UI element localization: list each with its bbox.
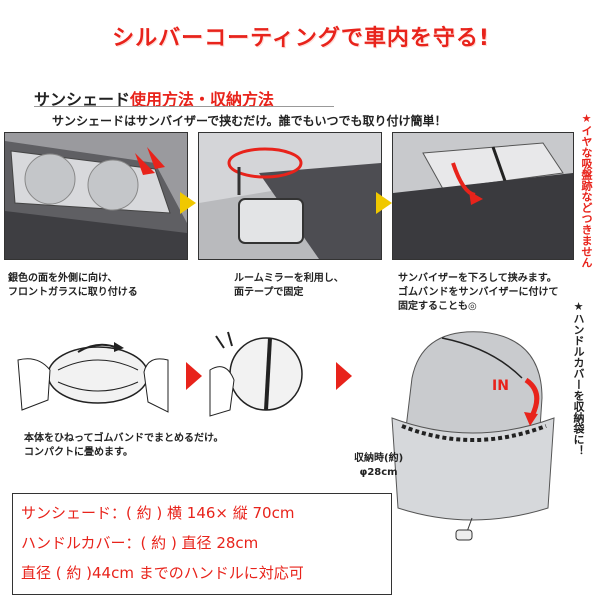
instruction-text: サンシェードはサンバイザーで挟むだけ。誰でもいつでも取り付け簡単！ (52, 114, 447, 128)
curved-arrow-icon (524, 377, 540, 426)
step1-caption-line1: 銀色の面を外側に向け、 (8, 273, 118, 284)
step1-illustration (4, 132, 188, 260)
step1-caption: 銀色の面を外側に向け、 フロントガラスに取り付ける (8, 272, 138, 300)
handle-cover-note: ★ハンドルカバーを収納袋に！ (572, 300, 585, 456)
step3-caption-line2: ゴムバンドをサンバイザーに付けて (398, 287, 559, 298)
step3-caption-line1: サンバイザーを下ろして挟みます。 (398, 273, 557, 284)
side-note-suction: ★イヤな吸盤跡などつきません (580, 112, 593, 268)
folded-shade-graphic (209, 331, 303, 417)
spec-handle-cover-size: ハンドルカバー：( 約 ) 直径 28cm (21, 534, 259, 552)
twist-illustration (8, 330, 178, 420)
storage-bag-illustration (372, 318, 572, 548)
in-arrow-icon (520, 376, 550, 430)
fold-arrow-2 (336, 362, 352, 390)
stored-size-value: φ28cm (359, 467, 398, 478)
step3-caption-line3: 固定することも◎ (398, 301, 477, 312)
step-arrow-1 (180, 192, 196, 214)
twist-hands-graphic (17, 342, 169, 413)
step2-caption-line2: 面テープで固定 (234, 287, 304, 298)
windshield-sunshade-graphic (5, 133, 187, 259)
title-underline (34, 106, 334, 107)
fold-caption-line1: 本体をひねってゴムバンドでまとめるだけ。 (24, 433, 224, 444)
rear-mirror-graphic (199, 133, 381, 259)
folded-illustration (206, 330, 316, 420)
fold-arrow-1 (186, 362, 202, 390)
stored-size: 収納時(約) φ28cm (354, 452, 403, 480)
section-title: サンシェード使用方法・収納方法 (34, 86, 274, 110)
spec-box: サンシェード：( 約 ) 横 146× 縦 70cm ハンドルカバー：( 約 )… (12, 493, 392, 595)
step-arrow-2 (376, 192, 392, 214)
step2-illustration (198, 132, 382, 260)
fold-caption-line2: コンパクトに畳めます。 (24, 447, 133, 458)
fold-caption: 本体をひねってゴムバンドでまとめるだけ。 コンパクトに畳めます。 (24, 432, 224, 460)
stored-size-label: 収納時(約) (354, 453, 404, 464)
section-title-method: 使用方法・収納方法 (130, 90, 275, 109)
spec-sunshade-size: サンシェード：( 約 ) 横 146× 縦 70cm (21, 504, 295, 522)
step3-illustration (392, 132, 574, 260)
spec-handle-compat: 直径 ( 約 )44cm までのハンドルに対応可 (21, 564, 304, 582)
sun-visor-graphic (393, 133, 573, 259)
section-title-product: サンシェード (34, 90, 131, 109)
in-label: IN (492, 378, 509, 394)
step3-caption: サンバイザーを下ろして挟みます。 ゴムバンドをサンバイザーに付けて 固定すること… (398, 272, 559, 314)
step2-caption: ルームミラーを利用し、 面テープで固定 (234, 272, 344, 300)
storage-bag-graphic (391, 331, 555, 541)
step1-caption-line2: フロントガラスに取り付ける (8, 287, 138, 298)
step2-caption-line1: ルームミラーを利用し、 (234, 273, 344, 284)
headline: シルバーコーティングで車内を守る! (112, 26, 490, 51)
